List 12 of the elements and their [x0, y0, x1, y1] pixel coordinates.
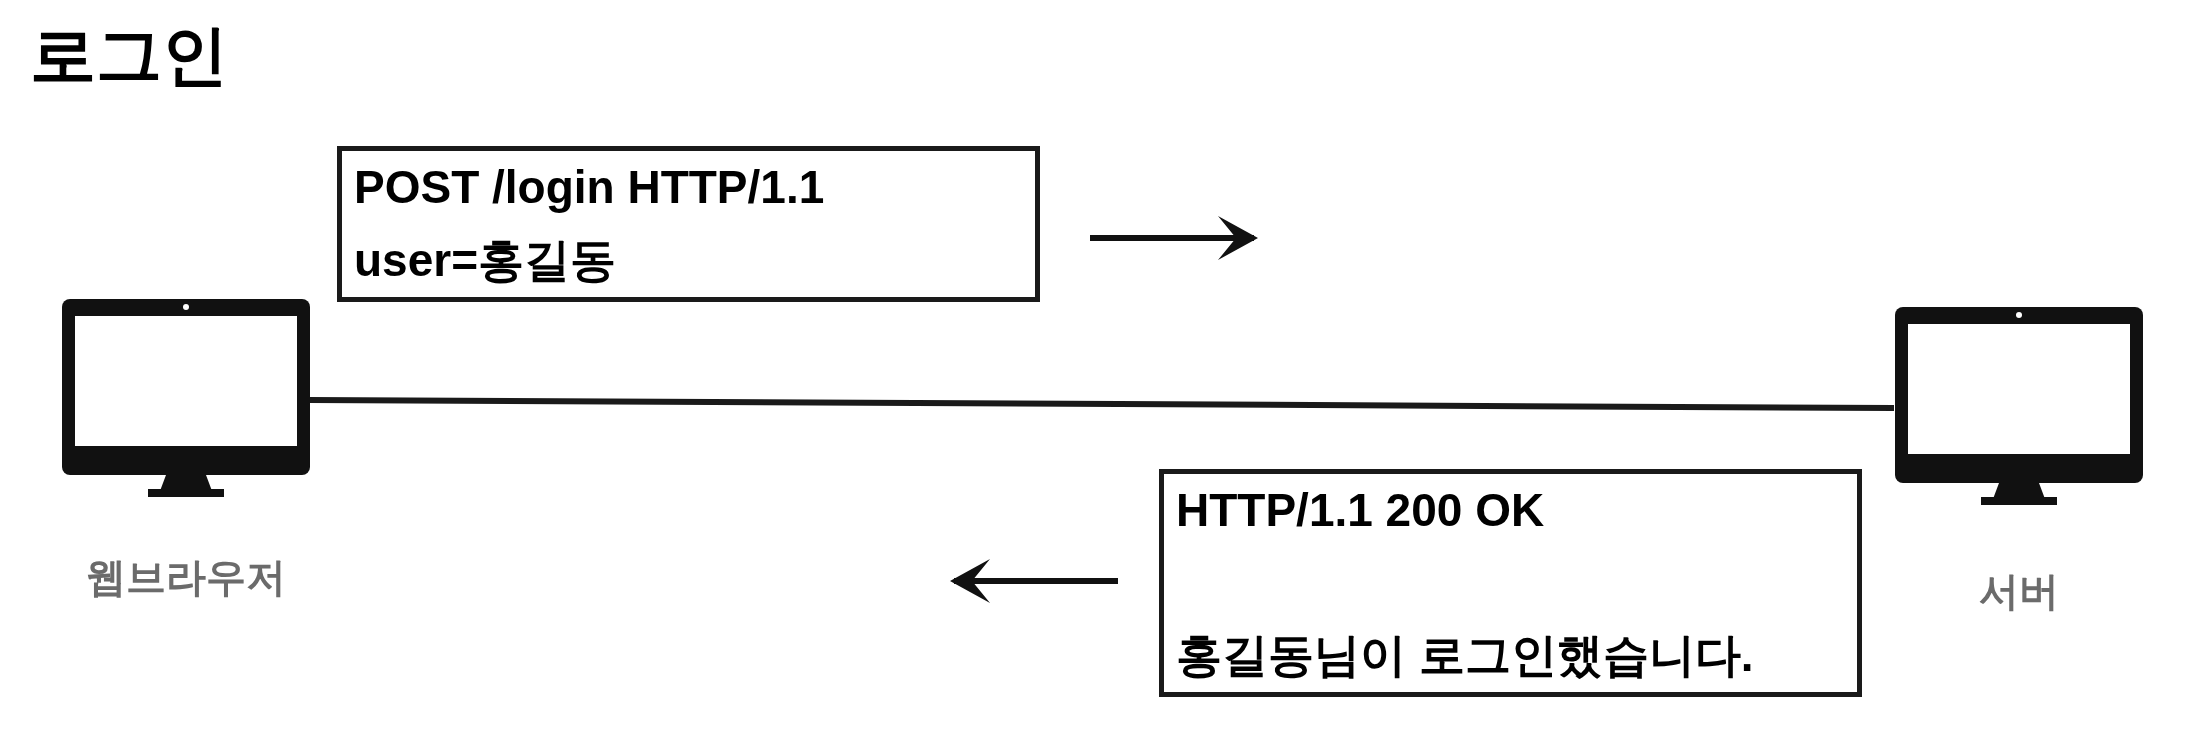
message-box — [337, 146, 1040, 302]
message-start-line: HTTP/1.1 200 OK — [1176, 483, 1546, 538]
computer-monitor — [1894, 307, 2144, 506]
device-label: 서버 — [1979, 568, 2059, 615]
message-body: user=홍길동 — [354, 232, 618, 288]
connection-line — [310, 397, 1894, 411]
message-box — [1159, 469, 1862, 697]
message-start-line: POST /login HTTP/1.1 — [354, 160, 826, 215]
message-body: 홍길동님이 로그인했습니다. — [1176, 627, 1755, 683]
computer-monitor — [62, 299, 310, 498]
device-label: 웹브라우저 — [86, 554, 286, 601]
diagram-title: 로그인 — [30, 17, 228, 94]
